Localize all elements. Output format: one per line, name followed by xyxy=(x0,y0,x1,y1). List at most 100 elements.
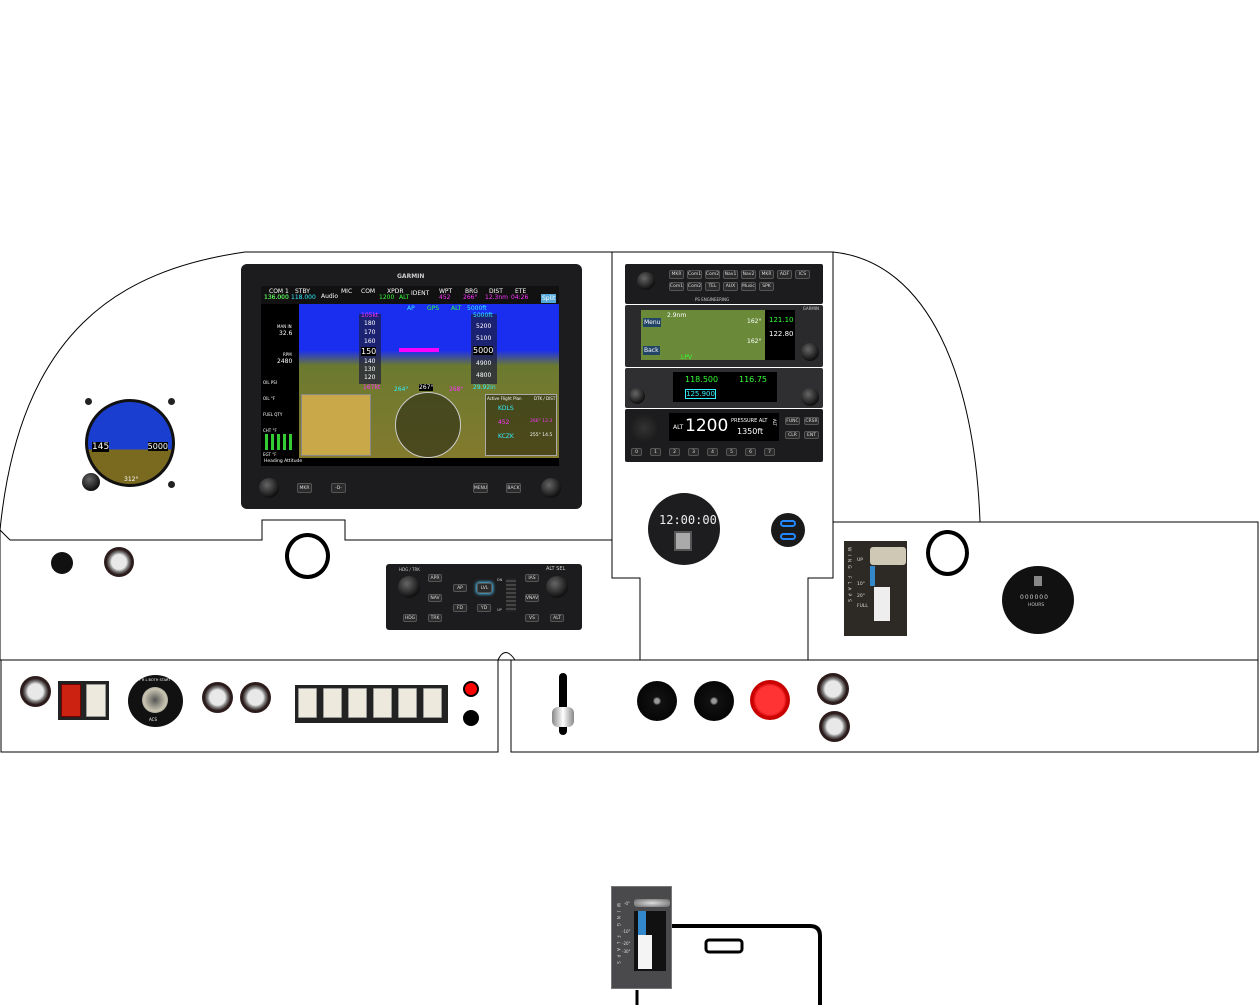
trk-button[interactable]: TRK xyxy=(428,614,442,622)
rocker-switch[interactable] xyxy=(348,688,367,718)
audio-button[interactable]: MKR xyxy=(759,270,774,279)
com1-active[interactable]: 136.000 xyxy=(264,294,289,301)
gtn-knob[interactable] xyxy=(801,343,819,361)
volume-knob[interactable] xyxy=(637,272,655,290)
push-switch[interactable] xyxy=(819,711,850,742)
fp-waypoint[interactable]: KDLS xyxy=(498,405,514,412)
rocker-switch[interactable] xyxy=(298,688,317,718)
master-rocker[interactable] xyxy=(86,684,106,717)
throttle-handle[interactable] xyxy=(552,707,574,727)
vs-button[interactable]: VS xyxy=(525,614,539,622)
split-button[interactable]: Split xyxy=(541,294,557,303)
digit-key[interactable]: 7 xyxy=(764,448,775,456)
control-knob[interactable] xyxy=(637,681,677,721)
gnc-nav[interactable]: 116.75 xyxy=(739,375,767,384)
apr-button[interactable]: APR xyxy=(428,574,442,582)
right-knob[interactable] xyxy=(541,478,561,498)
hdg-button[interactable]: HDG xyxy=(403,614,417,622)
left-knob[interactable] xyxy=(259,478,279,498)
key-slot-icon xyxy=(142,687,168,713)
digit-key[interactable]: 4 xyxy=(707,448,718,456)
digit-key[interactable]: 6 xyxy=(745,448,756,456)
push-switch[interactable] xyxy=(104,547,134,577)
digit-key[interactable]: 3 xyxy=(688,448,699,456)
gnc-right-knob[interactable] xyxy=(801,388,819,406)
rocker-switch[interactable] xyxy=(323,688,342,718)
yd-button[interactable]: YD xyxy=(477,604,491,612)
pitch-wheel[interactable] xyxy=(506,578,516,612)
xpdr-dpad[interactable] xyxy=(629,413,659,443)
efis-knob[interactable] xyxy=(82,473,100,491)
stby-freq[interactable]: 118.000 xyxy=(291,294,316,301)
audio-button[interactable]: Com2 xyxy=(687,282,702,291)
audio-button[interactable]: Audio xyxy=(321,293,339,300)
push-switch[interactable] xyxy=(240,682,271,713)
audio-button[interactable]: SPK xyxy=(759,282,774,291)
dimmer-knob[interactable] xyxy=(51,552,73,574)
throttle-slider[interactable] xyxy=(559,673,567,735)
lvl-button[interactable]: LVL xyxy=(477,583,492,593)
fp-waypoint[interactable]: KCZK xyxy=(498,433,514,440)
hourglass-icon xyxy=(1034,576,1042,586)
magneto-switch[interactable]: ACS OFF R L BOTH START xyxy=(128,675,183,727)
mixture-knob-red[interactable] xyxy=(750,680,790,720)
alt-button[interactable]: ALT xyxy=(550,614,564,622)
push-switch[interactable] xyxy=(20,676,51,707)
back-key[interactable]: BACK xyxy=(506,483,521,493)
crsr-key[interactable]: CRSR xyxy=(804,417,819,425)
digit-key[interactable]: 0 xyxy=(631,448,642,456)
gnc-com[interactable]: 118.500 xyxy=(685,375,719,384)
alt-knob[interactable] xyxy=(546,576,568,598)
clr-key[interactable]: CLR xyxy=(785,431,800,439)
flap-label: 10° xyxy=(857,582,865,587)
alt-tick: 4900 xyxy=(476,360,492,367)
hdg-knob[interactable] xyxy=(398,576,420,598)
gtn-menu[interactable]: Menu xyxy=(643,318,662,327)
com1-freq[interactable]: 136.000 xyxy=(264,294,289,301)
audio-button[interactable]: Com1 xyxy=(687,270,702,279)
audio-button[interactable]: Com1 xyxy=(669,282,684,291)
xpdr-palt: 1350ft xyxy=(737,427,764,436)
master-rocker-red[interactable] xyxy=(61,684,81,717)
digit-key[interactable]: 2 xyxy=(669,448,680,456)
rocker-switch[interactable] xyxy=(423,688,442,718)
nav-button[interactable]: NAV xyxy=(428,594,442,602)
gtn-stby[interactable]: 122.80 xyxy=(769,330,794,338)
audio-button[interactable]: Music xyxy=(741,282,756,291)
audio-button[interactable]: ADF xyxy=(777,270,792,279)
ap-button[interactable]: AP xyxy=(453,584,467,592)
flap-handle[interactable] xyxy=(870,547,906,565)
ias-button[interactable]: IAS xyxy=(525,574,539,582)
func-key[interactable]: FUNC xyxy=(785,417,800,425)
ident-button[interactable]: IDENT xyxy=(411,290,430,297)
fd-button[interactable]: FD xyxy=(453,604,467,612)
gnc-stby[interactable]: 125.900 xyxy=(685,389,716,399)
oil-temp-label: OIL °F xyxy=(263,396,276,401)
rocker-switch[interactable] xyxy=(398,688,417,718)
audio-button[interactable]: ICS xyxy=(795,270,810,279)
control-knob[interactable] xyxy=(694,681,734,721)
audio-button[interactable]: MKR xyxy=(669,270,684,279)
audio-button[interactable]: Nav1 xyxy=(723,270,738,279)
audio-button[interactable]: Nav2 xyxy=(741,270,756,279)
digit-key[interactable]: 5 xyxy=(726,448,737,456)
digit-key[interactable]: 1 xyxy=(650,448,661,456)
stby-label: STBY xyxy=(295,288,310,295)
xpdr-code[interactable]: 1200 xyxy=(379,294,395,301)
gtn-com[interactable]: 121.10 xyxy=(769,316,794,324)
menu-key[interactable]: MENU xyxy=(473,483,488,493)
gnc-left-knob[interactable] xyxy=(629,388,645,404)
ent-key[interactable]: ENT xyxy=(804,431,819,439)
gtn-back[interactable]: Back xyxy=(643,346,660,355)
mkr-key[interactable]: MKR xyxy=(297,483,312,493)
audio-button[interactable]: TEL xyxy=(705,282,720,291)
flap-indicator: WING FLAPS UP 10° 20° FULL xyxy=(844,541,907,636)
push-switch[interactable] xyxy=(817,673,849,705)
audio-button[interactable]: AUX xyxy=(723,282,738,291)
audio-button[interactable]: Com2 xyxy=(705,270,720,279)
vnav-button[interactable]: VNAV xyxy=(525,594,539,602)
push-switch[interactable] xyxy=(202,682,233,713)
rocker-switch[interactable] xyxy=(373,688,392,718)
direct-to-key[interactable]: -D- xyxy=(331,483,346,493)
fp-waypoint[interactable]: 452 xyxy=(498,419,510,426)
